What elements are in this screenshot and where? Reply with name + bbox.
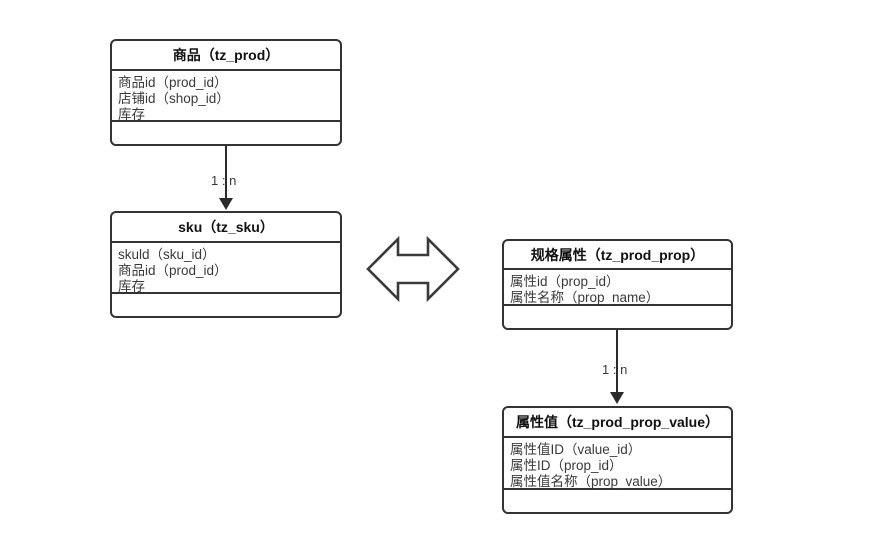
attribute-row: skuld（sku_id）	[118, 247, 216, 262]
entity-box-tz-sku[interactable]: sku（tz_sku） skuld（sku_id） 商品id（prod_id） …	[110, 211, 342, 318]
attribute-row: 商品id（prod_id）	[118, 263, 228, 278]
entity-footer-tz-prod-prop-value	[504, 490, 731, 512]
entity-footer-tz-prod-prop	[504, 306, 731, 328]
entity-title-tz-prod-prop-value: 属性值（tz_prod_prop_value）	[504, 408, 731, 438]
attribute-row: 属性名称（prop_name）	[510, 290, 660, 305]
attribute-row: 商品id（prod_id）	[118, 75, 228, 90]
attribute-row: 属性ID（prop_id）	[510, 458, 623, 473]
entity-box-tz-prod-prop-value[interactable]: 属性值（tz_prod_prop_value） 属性值ID（value_id） …	[502, 406, 733, 514]
attribute-row: 属性值ID（value_id）	[510, 442, 642, 457]
entity-footer-tz-prod	[112, 122, 340, 144]
entity-box-tz-prod[interactable]: 商品（tz_prod） 商品id（prod_id） 店铺id（shop_id） …	[110, 39, 342, 146]
relationship-prop-to-prop-value	[610, 330, 624, 406]
relationship-label-prop-to-prop-value: 1 : n	[602, 362, 628, 377]
entity-footer-tz-sku	[112, 294, 340, 316]
relationship-prod-to-sku	[219, 146, 233, 211]
relationship-line	[225, 146, 227, 200]
entity-title-tz-sku: sku（tz_sku）	[112, 213, 340, 243]
entity-title-tz-prod-prop: 规格属性（tz_prod_prop）	[504, 241, 731, 270]
entity-attributes-tz-prod-prop: 属性id（prop_id） 属性名称（prop_name）	[504, 270, 731, 306]
entity-box-tz-prod-prop[interactable]: 规格属性（tz_prod_prop） 属性id（prop_id） 属性名称（pr…	[502, 239, 733, 330]
relationship-line	[616, 330, 618, 394]
entity-attributes-tz-prod-prop-value: 属性值ID（value_id） 属性ID（prop_id） 属性值名称（prop…	[504, 438, 731, 490]
entity-attributes-tz-sku: skuld（sku_id） 商品id（prod_id） 库存	[112, 243, 340, 294]
attribute-row: 库存	[118, 107, 145, 122]
attribute-row: 店铺id（shop_id）	[118, 91, 230, 106]
relationship-arrowhead-icon	[610, 392, 624, 404]
attribute-row: 库存	[118, 279, 145, 294]
relationship-arrowhead-icon	[219, 198, 233, 210]
attribute-row: 属性值名称（prop_value）	[510, 474, 672, 489]
entity-title-tz-prod: 商品（tz_prod）	[112, 41, 340, 71]
double-headed-arrow-icon	[365, 235, 461, 303]
attribute-row: 属性id（prop_id）	[510, 274, 620, 289]
entity-attributes-tz-prod: 商品id（prod_id） 店铺id（shop_id） 库存	[112, 71, 340, 122]
relationship-label-prod-to-sku: 1 : n	[211, 173, 237, 188]
